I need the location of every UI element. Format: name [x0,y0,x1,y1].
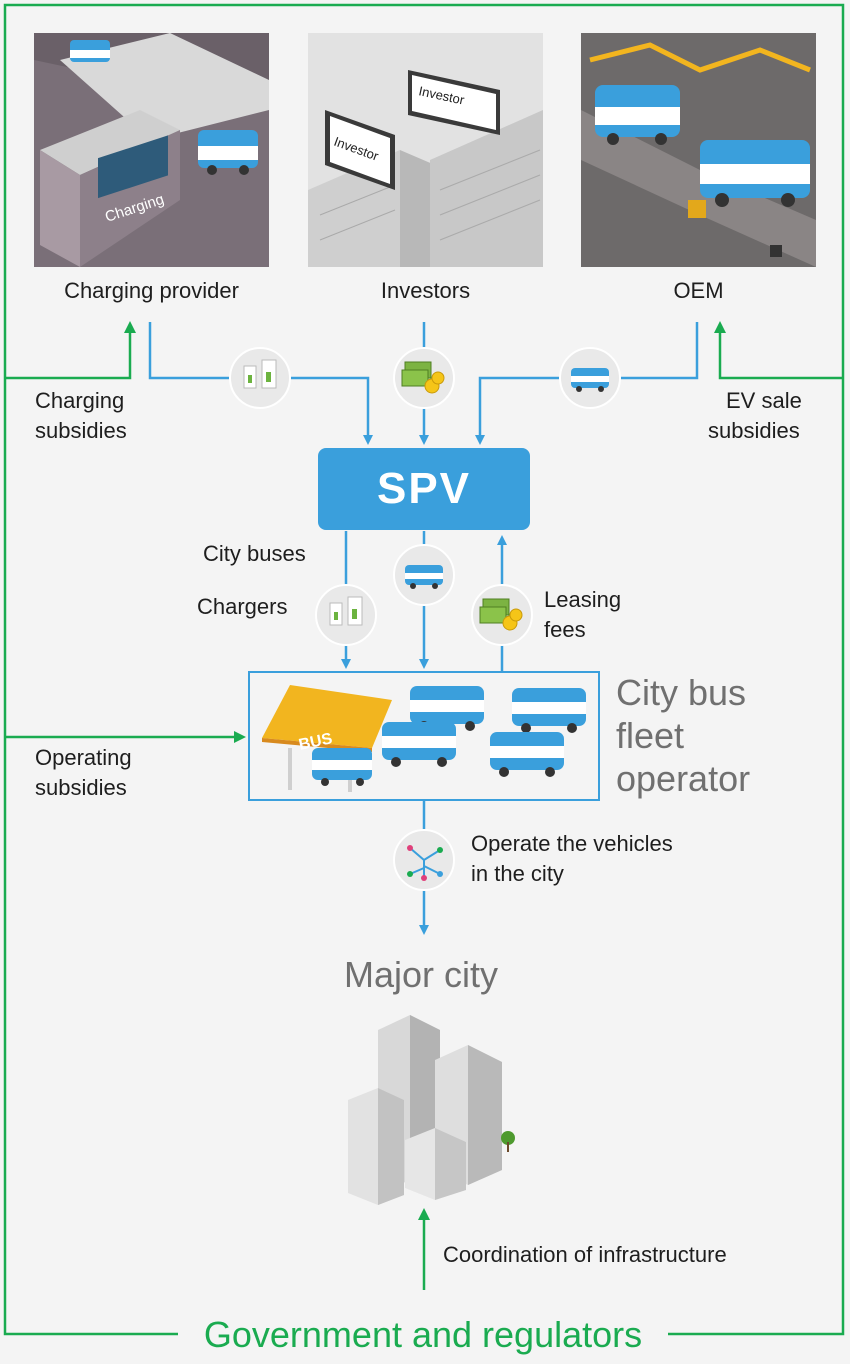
ev-subsidy-arrow [714,321,843,380]
government-label: Government and regulators [178,1312,668,1358]
spv-label: SPV [376,464,472,513]
operator-title-line1: City bus [616,672,747,713]
charging-provider-picture [34,33,269,267]
coordination-label: Coordination of infrastructure [443,1242,727,1267]
operate-vehicles-label-line2: in the city [471,861,564,886]
government-frame [3,3,845,1336]
city-buses-label: City buses [203,541,306,566]
operator-title-line2: fleet [616,715,685,756]
operator-bus-5 [490,732,564,777]
operator-title-line3: operator [616,758,751,799]
money-flow-icon [393,347,455,409]
oem-label: OEM [673,278,724,303]
operator-bus-4 [382,722,456,767]
spv-box: SPV [318,448,530,530]
bus-station-sign-text: BUS [297,730,334,754]
operator-bus-3 [512,688,586,733]
operator-bus-1 [312,748,372,786]
charger-flow-icon-spv [315,584,377,646]
charging-subsidies-label-line2: subsidies [35,418,127,443]
chargers-label: Chargers [197,594,288,619]
operating-subsidies-label-line2: subsidies [35,775,127,800]
leasing-fees-label-line1: Leasing [544,587,622,612]
operate-vehicles-label-line1: Operate the vehicles [471,831,673,856]
charging-subsidies-label-line1: Charging [35,388,125,413]
leasing-fees-label-line2: fees [544,617,586,642]
ev-subsidies-label-line1: EV sale [726,388,802,413]
charging-subsidy-arrow [5,321,136,380]
major-city-label: Major city [344,954,499,995]
charging-provider-label: Charging provider [64,278,239,303]
bus-flow-icon-oem [559,347,621,409]
operator-fleet-picture [262,685,586,792]
investors-label: Investors [380,278,471,303]
ev-subsidies-label-line2: subsidies [708,418,800,443]
operator-bus-2 [410,686,484,731]
operating-subsidies-label-line1: Operating [35,745,132,770]
operator-box [248,671,600,801]
oem-picture [581,33,816,267]
route-network-icon [393,829,455,891]
major-city-picture [348,1015,515,1205]
bus-flow-icon-spv [393,544,455,606]
investors-picture [308,33,543,267]
charger-flow-icon [229,347,291,409]
money-flow-icon-leasing [471,584,533,646]
